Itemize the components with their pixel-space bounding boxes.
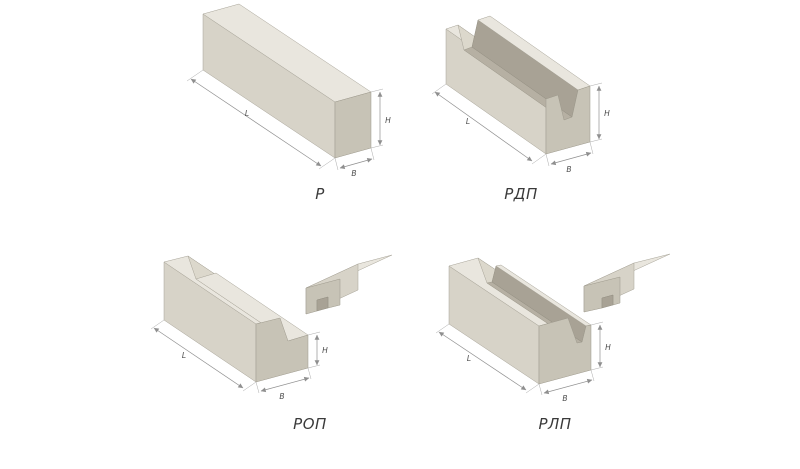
dimension-label-width: B xyxy=(279,392,284,401)
dimension-label-height: H xyxy=(322,346,328,355)
dimension-height: H xyxy=(590,321,611,371)
figure-caption-rop: РОП xyxy=(293,415,327,433)
beam-illustration-rop: L H B xyxy=(150,254,393,401)
beam-illustration-rdp: L H B xyxy=(431,15,610,174)
dimension-height: H xyxy=(307,331,328,369)
dimension-label-width: B xyxy=(351,169,356,178)
dimension-width: B xyxy=(545,141,594,174)
figure-r: L H B xyxy=(175,2,405,178)
dimension-label-width: B xyxy=(562,394,567,403)
dimension-length: L xyxy=(435,323,540,394)
figure-caption-rdp: РДП xyxy=(504,185,538,203)
piece-notch xyxy=(601,294,614,309)
dimension-width: B xyxy=(538,369,595,403)
beam-end-face xyxy=(334,91,372,159)
figure-caption-rlp: РЛП xyxy=(538,415,572,433)
beam-body xyxy=(163,255,309,383)
figure-rlp: L H B xyxy=(424,246,674,404)
dimension-length: L xyxy=(150,319,257,392)
dimension-width: B xyxy=(255,367,312,401)
dimension-height: H xyxy=(370,88,391,149)
beam-body xyxy=(202,3,372,159)
section-piece xyxy=(305,254,393,315)
beam-end-face xyxy=(545,85,591,155)
figure-caption-r: Р xyxy=(315,185,325,203)
dimension-height: H xyxy=(589,82,610,143)
dimension-label-height: H xyxy=(605,343,611,352)
dimension-label-length: L xyxy=(245,109,249,118)
figure-rdp: L H B xyxy=(406,2,616,174)
dimension-label-height: H xyxy=(385,116,391,125)
dimension-label-length: L xyxy=(182,351,186,360)
dimension-label-height: H xyxy=(604,109,610,118)
dimension-label-length: L xyxy=(466,117,470,126)
dimension-width: B xyxy=(334,147,375,178)
dimension-length: L xyxy=(186,69,336,170)
dimension-label-width: B xyxy=(566,165,571,174)
dimension-length: L xyxy=(431,83,547,165)
figure-rop: L H B xyxy=(138,246,398,404)
piece-notch xyxy=(316,296,329,312)
section-piece xyxy=(583,253,671,313)
beam-illustration-r: L H B xyxy=(186,3,391,178)
beam-end-face xyxy=(255,317,309,383)
beam-illustration-rlp: L H B xyxy=(435,253,671,403)
dimension-label-length: L xyxy=(467,354,471,363)
beam-body xyxy=(448,257,592,385)
beam-body xyxy=(445,15,591,155)
